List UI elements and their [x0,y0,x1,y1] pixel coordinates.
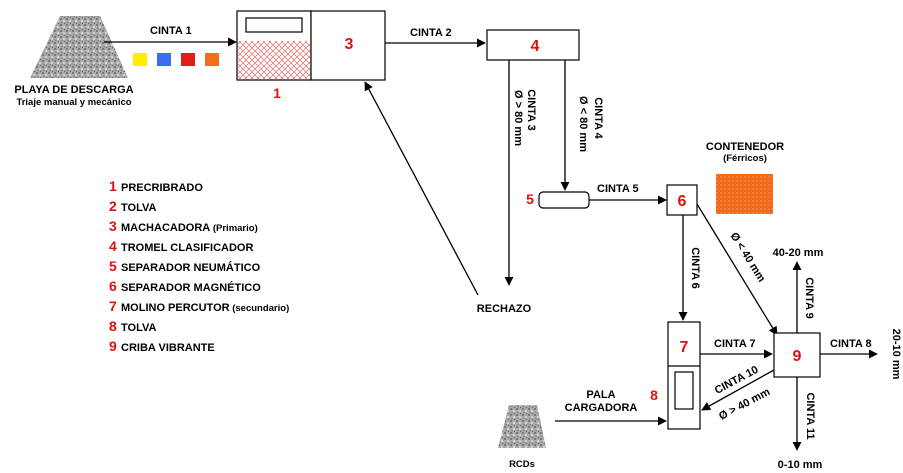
cinta4-label: CINTA 4 [592,97,604,139]
diagonal-arrow-to-criba [696,203,778,336]
container-icon [716,174,773,214]
legend-text-6: SEPARADOR MAGNÉTICO [121,281,261,294]
legend-text-3: MACHACADORA (Primario) [121,222,258,234]
number-7: 7 [680,339,689,356]
pala-label: PALA [586,389,615,401]
tolva-hopper [674,371,694,410]
cinta7-label: CINTA 7 [714,338,756,350]
cinta6-diameter: Ø < 40 mm [728,231,768,285]
legend-number-2: 2 [109,198,117,214]
legend-number-9: 9 [109,338,117,354]
separador-magnetico-box [666,184,698,216]
chip-red [181,53,195,66]
cinta6-label: CINTA 6 [689,247,701,289]
tromel-box [486,29,580,61]
precribado-screen [238,41,310,79]
chip-yellow [133,53,147,66]
cinta4-diameter: Ø < 80 mm [577,96,589,152]
legend-number-5: 5 [109,258,117,274]
cinta2-label: CINTA 2 [410,27,452,39]
tolva-inner-box [245,17,303,33]
rechazo-return-arrow [364,81,479,296]
legend-text-2: TOLVA [121,202,157,214]
legend-number-7: 7 [109,298,117,314]
cinta11-label: CINTA 11 [804,392,816,439]
legend-text-5: SEPARADOR NEUMÁTICO [121,261,261,274]
legend-number-1: 1 [109,178,117,194]
output-40-20-label: 40-20 mm [773,247,824,259]
cinta3-diameter: Ø > 80 mm [512,90,524,146]
legend-number-8: 8 [109,318,117,334]
separador-neumatico-box [538,191,590,209]
legend-number-4: 4 [109,238,117,254]
cinta10-arrow [701,369,775,411]
gravel-pile-icon [30,16,128,78]
contenedor-label: CONTENEDOR [706,141,784,153]
legend-extra-7: (secundario) [230,303,290,314]
number-9: 9 [793,348,802,365]
legend-extra-3: (Primario) [210,223,258,234]
cinta5-label: CINTA 5 [597,183,639,195]
number-6: 6 [678,193,687,210]
legend-text-9: CRIBA VIBRANTE [121,342,215,354]
cargadora-label: CARGADORA [565,402,638,414]
cinta8-label: CINTA 8 [830,338,872,350]
chip-blue [157,53,171,66]
legend-text-1: PRECRIBRADO [121,182,203,194]
playa-title: PLAYA DE DESCARGA [14,84,133,96]
legend-text-7: MOLINO PERCUTOR (secundario) [121,302,289,314]
number-5: 5 [526,191,534,207]
number-8: 8 [650,387,658,403]
gravel-pile-small-icon [498,405,546,448]
number-3: 3 [345,36,354,53]
number-1: 1 [273,85,281,101]
number-4: 4 [531,38,540,55]
rcds-label: RCDs [509,459,535,470]
chip-orange [205,53,219,66]
contenedor-sub: (Férricos) [723,153,767,164]
legend-text-4: TROMEL CLASIFICADOR [121,242,253,254]
output-20-10-label: 20-10 mm [890,329,902,380]
machacadora-box [310,10,386,81]
output-0-10-label: 0-10 mm [778,459,823,471]
cinta1-label: CINTA 1 [150,25,192,37]
cinta3-label: CINTA 3 [525,89,537,131]
playa-subtitle: Triaje manual y mecánico [16,97,131,108]
rechazo-label: RECHAZO [477,303,532,315]
legend-number-3: 3 [109,218,117,234]
legend-number-6: 6 [109,278,117,294]
legend-text-8: TOLVA [121,322,157,334]
cinta9-label: CINTA 9 [803,277,815,319]
